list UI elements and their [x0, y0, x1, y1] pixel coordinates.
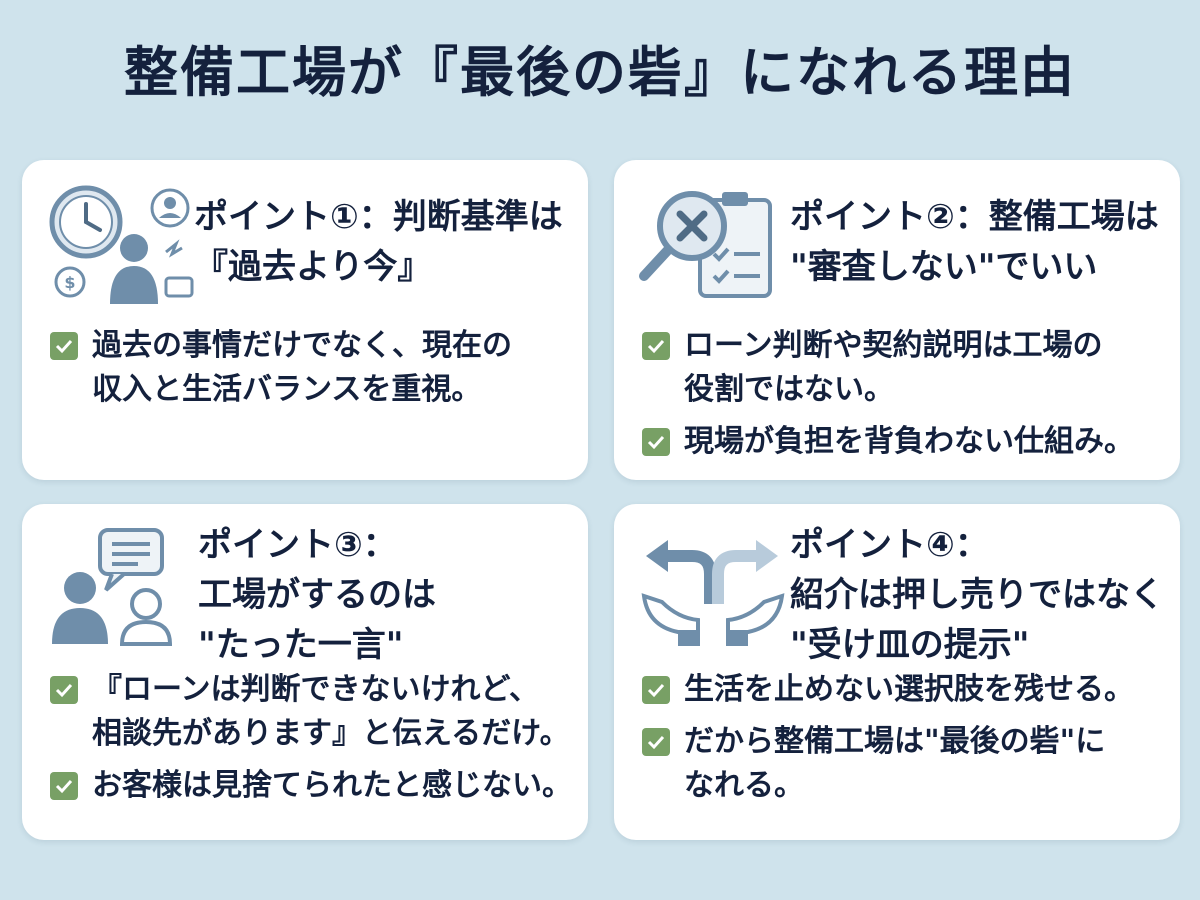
heading-line: 紹介は押し売りではなく — [790, 575, 1164, 615]
heading-line: ポイント②：整備工場は — [790, 197, 1159, 237]
bullet-list: 生活を止めない選択肢を残せる。 だから整備工場は"最後の砦"に なれる。 — [642, 668, 1134, 816]
bullet-text: 相談先があります』と伝えるだけ。 — [92, 716, 570, 751]
heading-line: ポイント①：判断基準は — [194, 197, 563, 237]
checkbox-icon — [642, 676, 670, 704]
checkbox-icon — [642, 332, 670, 360]
checkbox-icon — [642, 428, 670, 456]
svg-text:$: $ — [64, 273, 75, 292]
heading-line: ポイント③： — [198, 525, 397, 565]
point-heading: ポイント①：判断基準は 『過去より今』 — [194, 192, 563, 292]
bullet-text: 生活を止めない選択肢を残せる。 — [684, 672, 1134, 707]
bullet-text: 収入と生活バランスを重視。 — [92, 372, 482, 407]
point-card-3: ポイント③： 工場がするのは "たった一言" 『ローンは判断できないけれど、 相… — [22, 504, 588, 840]
hands-arrows-icon — [638, 526, 788, 654]
checkbox-icon — [50, 332, 78, 360]
point-heading: ポイント③： 工場がするのは "たった一言" — [198, 520, 436, 670]
bullet-list: 過去の事情だけでなく、現在の 収入と生活バランスを重視。 — [50, 324, 512, 420]
bullet-text: 過去の事情だけでなく、現在の — [92, 328, 512, 363]
bullet-text: 役割ではない。 — [684, 372, 894, 407]
list-item: 過去の事情だけでなく、現在の 収入と生活バランスを重視。 — [50, 324, 512, 412]
list-item: 『ローンは判断できないけれど、 相談先があります』と伝えるだけ。 — [50, 668, 572, 756]
bullet-list: ローン判断や契約説明は工場の 役割ではない。 現場が負担を背負わない仕組み。 — [642, 324, 1134, 472]
point-heading: ポイント②：整備工場は "審査しない"でいい — [790, 192, 1159, 292]
list-item: 生活を止めない選択肢を残せる。 — [642, 668, 1134, 712]
people-speech-bubble-icon — [50, 526, 200, 654]
point-card-1: $ ポイント①：判断基準は 『過去より今』 過去の事情だけでなく、現在の 収入と… — [22, 160, 588, 480]
bullet-list: 『ローンは判断できないけれど、 相談先があります』と伝えるだけ。 お客様は見捨て… — [50, 668, 572, 816]
bullet-text: 現場が負担を背負わない仕組み。 — [684, 424, 1134, 459]
heading-line: ポイント④： — [790, 525, 989, 565]
heading-line: "受け皿の提示" — [790, 625, 1030, 665]
list-item: 現場が負担を背負わない仕組み。 — [642, 420, 1134, 464]
heading-line: 『過去より今』 — [194, 247, 432, 287]
bullet-text: なれる。 — [684, 768, 804, 803]
list-item: ローン判断や契約説明は工場の 役割ではない。 — [642, 324, 1134, 412]
bullet-text: だから整備工場は"最後の砦"に — [684, 724, 1106, 759]
bullet-text: 『ローンは判断できないけれど、 — [92, 672, 539, 707]
magnifier-checklist-icon — [638, 184, 788, 312]
point-card-2: ポイント②：整備工場は "審査しない"でいい ローン判断や契約説明は工場の 役割… — [614, 160, 1180, 480]
heading-line: 工場がするのは — [198, 575, 436, 615]
checkbox-icon — [50, 772, 78, 800]
bullet-text: ローン判断や契約説明は工場の — [684, 328, 1103, 363]
list-item: だから整備工場は"最後の砦"に なれる。 — [642, 720, 1134, 808]
heading-line: "たった一言" — [198, 625, 404, 665]
checkbox-icon — [50, 676, 78, 704]
clock-person-money-icon: $ — [48, 182, 198, 314]
heading-line: "審査しない"でいい — [790, 247, 1098, 287]
checkbox-icon — [642, 728, 670, 756]
page-title: 整備工場が『最後の砦』になれる理由 — [124, 41, 1076, 104]
bullet-text: お客様は見捨てられたと感じない。 — [92, 768, 572, 803]
list-item: お客様は見捨てられたと感じない。 — [50, 764, 572, 808]
point-heading: ポイント④： 紹介は押し売りではなく "受け皿の提示" — [790, 520, 1164, 670]
point-card-4: ポイント④： 紹介は押し売りではなく "受け皿の提示" 生活を止めない選択肢を残… — [614, 504, 1180, 840]
